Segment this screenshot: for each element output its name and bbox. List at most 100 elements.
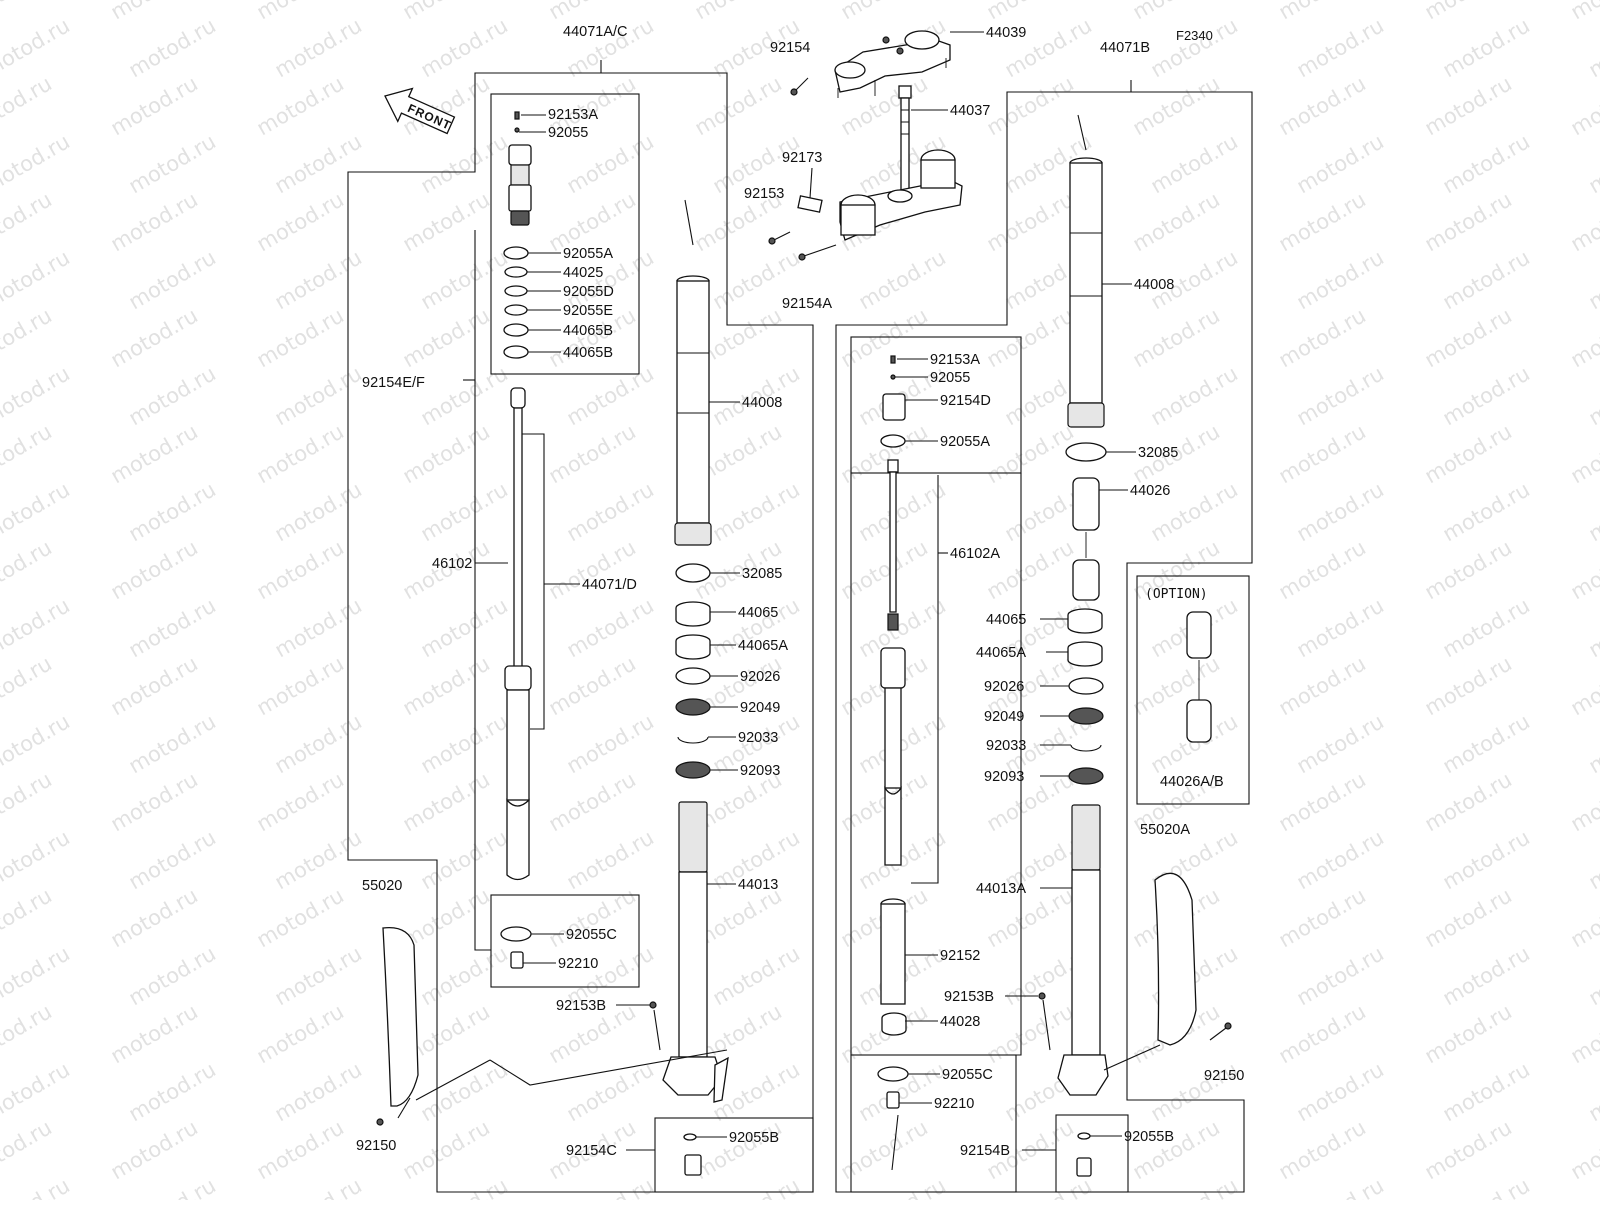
- watermark-text: motod.ru: [271, 593, 366, 662]
- watermark-text: motod.ru: [1275, 651, 1370, 720]
- watermark-text: motod.ru: [125, 245, 220, 314]
- watermark-text: motod.ru: [0, 941, 74, 1010]
- right-seals-bushings: [1068, 609, 1103, 784]
- watermark-text: motod.ru: [1129, 1115, 1224, 1184]
- watermark-text: motod.ru: [253, 651, 348, 720]
- watermark-text: motod.ru: [253, 187, 348, 256]
- part-label: 44013A: [976, 881, 1026, 897]
- watermark-text: motod.ru: [545, 535, 640, 604]
- watermark-text: motod.ru: [271, 1173, 366, 1200]
- part-label: F2340: [1176, 28, 1213, 43]
- watermark-text: motod.ru: [1439, 477, 1534, 546]
- part-label: 55020: [362, 878, 402, 894]
- watermark-text: motod.ru: [545, 651, 640, 720]
- watermark-text: motod.ru: [0, 1173, 74, 1200]
- watermark-text: motod.ru: [399, 1115, 494, 1184]
- watermark-text: motod.ru: [0, 245, 74, 314]
- watermark-text: motod.ru: [107, 999, 202, 1068]
- watermark-text: motod.ru: [417, 941, 512, 1010]
- part-label: 92153A: [930, 352, 980, 368]
- watermark-text: motod.ru: [1293, 941, 1388, 1010]
- watermark-text: motod.ru: [253, 535, 348, 604]
- part-label: 92055D: [563, 284, 614, 300]
- part-label: 92154: [770, 40, 810, 56]
- watermark-text: motod.ru: [107, 303, 202, 372]
- watermark-text: motod.ru: [271, 129, 366, 198]
- part-label: 92055: [548, 125, 588, 141]
- watermark-text: motod.ru: [1585, 245, 1600, 314]
- watermark-text: motod.ru: [1421, 0, 1516, 24]
- watermark-text: motod.ru: [1585, 477, 1600, 546]
- watermark-text: motod.ru: [271, 709, 366, 778]
- watermark-text: motod.ru: [399, 419, 494, 488]
- watermark-text: motod.ru: [0, 709, 74, 778]
- watermark-text: motod.ru: [1421, 651, 1516, 720]
- left-damper-rod: [505, 388, 531, 880]
- watermark-text: motod.ru: [1421, 187, 1516, 256]
- part-label: 46102A: [950, 546, 1000, 562]
- watermark-text: motod.ru: [417, 13, 512, 82]
- watermark-text: motod.ru: [125, 941, 220, 1010]
- watermark-text: motod.ru: [983, 419, 1078, 488]
- part-label: 92055C: [566, 927, 617, 943]
- watermark-text: motod.ru: [1275, 767, 1370, 836]
- watermark-text: motod.ru: [1421, 883, 1516, 952]
- watermark-text: motod.ru: [0, 593, 74, 662]
- watermark-text: motod.ru: [417, 245, 512, 314]
- watermark-text: motod.ru: [1293, 13, 1388, 82]
- watermark-text: motod.ru: [1147, 129, 1242, 198]
- part-label: 44039: [986, 25, 1026, 41]
- watermark-text: motod.ru: [0, 767, 56, 836]
- watermark-text: motod.ru: [0, 477, 74, 546]
- watermark-text: motod.ru: [271, 1057, 366, 1126]
- watermark-text: motod.ru: [563, 709, 658, 778]
- watermark-text: motod.ru: [1421, 1115, 1516, 1184]
- part-label: 44008: [1134, 277, 1174, 293]
- part-label: 44071A/C: [563, 24, 628, 40]
- watermark-text: motod.ru: [691, 1115, 786, 1184]
- watermark-text: motod.ru: [1439, 941, 1534, 1010]
- watermark-text: motod.ru: [107, 187, 202, 256]
- part-label: 44065A: [738, 638, 788, 654]
- watermark-text: motod.ru: [1147, 13, 1242, 82]
- watermark-text: motod.ru: [709, 477, 804, 546]
- watermark-text: motod.ru: [1129, 0, 1224, 24]
- watermark-text: motod.ru: [1001, 13, 1096, 82]
- watermark-text: motod.ru: [1439, 1057, 1534, 1126]
- part-label: 92055B: [1124, 1129, 1174, 1145]
- part-label: 44028: [940, 1014, 980, 1030]
- watermark-text: motod.ru: [563, 593, 658, 662]
- watermark-text: motod.ru: [417, 477, 512, 546]
- watermark-text: motod.ru: [1567, 71, 1600, 140]
- watermark-text: motod.ru: [691, 71, 786, 140]
- watermark-text: motod.ru: [1421, 419, 1516, 488]
- watermark-text: motod.ru: [545, 767, 640, 836]
- watermark-text: motod.ru: [1439, 13, 1534, 82]
- watermark-text: motod.ru: [417, 129, 512, 198]
- part-label: 44008: [742, 395, 782, 411]
- part-label: 92026: [740, 669, 780, 685]
- part-label: 92150: [1204, 1068, 1244, 1084]
- part-label: 92055B: [729, 1130, 779, 1146]
- part-label: 44037: [950, 103, 990, 119]
- watermark-text: motod.ru: [1275, 71, 1370, 140]
- watermark-text: motod.ru: [399, 303, 494, 372]
- part-label: 92173: [782, 150, 822, 166]
- part-label: 92153B: [556, 998, 606, 1014]
- watermark-text: motod.ru: [0, 883, 56, 952]
- watermark-text: motod.ru: [0, 1115, 56, 1184]
- part-label: 92150: [356, 1138, 396, 1154]
- part-label: 55020A: [1140, 822, 1190, 838]
- watermark-text: motod.ru: [0, 71, 56, 140]
- part-label: 44013: [738, 877, 778, 893]
- watermark-text: motod.ru: [417, 361, 512, 430]
- watermark-text: motod.ru: [253, 883, 348, 952]
- part-label: 92093: [740, 763, 780, 779]
- watermark-text: motod.ru: [563, 361, 658, 430]
- part-label: 32085: [1138, 445, 1178, 461]
- left-fork-guard-55020: [377, 928, 727, 1125]
- watermark-text: motod.ru: [1585, 825, 1600, 894]
